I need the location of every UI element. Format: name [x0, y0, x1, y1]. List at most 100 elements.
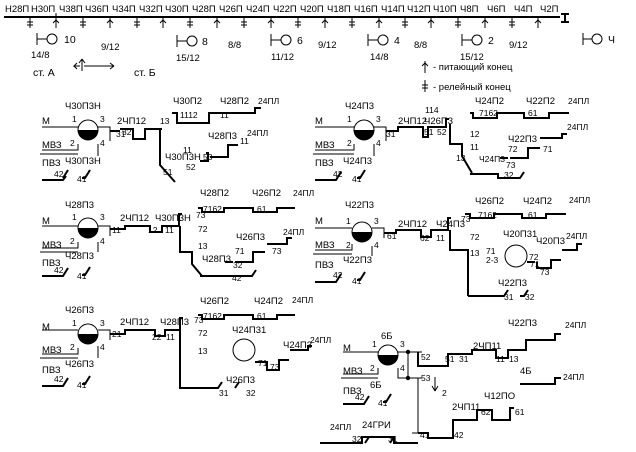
svg-text:Ч28П3: Ч28П3	[65, 251, 94, 262]
svg-text:71: 71	[486, 246, 496, 256]
svg-text:Ч22П3: Ч22П3	[345, 200, 374, 211]
track-label-ch10p: Ч10П	[433, 4, 457, 15]
track-label-ch14p: Ч14П	[381, 4, 405, 15]
svg-text:Ч24П2: Ч24П2	[254, 296, 283, 307]
svg-text:Ч24П2: Ч24П2	[523, 196, 552, 207]
svg-text:7162: 7162	[478, 210, 497, 220]
signal-2: 2 15/12	[460, 34, 494, 63]
svg-text:4: 4	[100, 138, 105, 148]
svg-text:6: 6	[297, 35, 303, 47]
svg-text:1: 1	[346, 216, 351, 226]
svg-text:МВЗ: МВЗ	[315, 140, 335, 151]
svg-text:51: 51	[424, 127, 434, 137]
circuit-ch30p3n: Ч30П3Н М МВЗ ПВЗ Ч30П3Н 1 3 2 4 42 41 31…	[40, 96, 279, 184]
svg-text:14/8: 14/8	[31, 50, 50, 61]
svg-text:МВЗ: МВЗ	[42, 140, 62, 151]
svg-text:51: 51	[163, 167, 173, 177]
svg-text:Ч30П3Н: Ч30П3Н	[155, 213, 191, 224]
svg-text:32: 32	[233, 260, 243, 270]
svg-text:МВЗ: МВЗ	[343, 366, 363, 377]
svg-text:24ПЛ: 24ПЛ	[247, 128, 268, 138]
svg-text:2ЧП12: 2ЧП12	[398, 219, 427, 230]
svg-text:24ПЛ: 24ПЛ	[566, 231, 587, 241]
track-label-ch32p: Ч32П	[139, 4, 163, 15]
svg-text:8: 8	[202, 36, 208, 48]
svg-text:13: 13	[160, 116, 170, 126]
relay-end-icon	[422, 80, 428, 92]
svg-text:Ч28П3: Ч28П3	[202, 254, 231, 265]
svg-text:61: 61	[515, 407, 525, 417]
track-label-ch38p: Ч38П	[59, 4, 83, 15]
svg-text:73: 73	[540, 267, 550, 277]
track-label-ch34p: Ч34П	[112, 4, 136, 15]
svg-text:13: 13	[198, 241, 208, 251]
svg-text:61: 61	[528, 108, 538, 118]
svg-text:14/8: 14/8	[370, 52, 389, 63]
svg-text:Ч24П3: Ч24П3	[345, 101, 374, 112]
svg-text:3: 3	[100, 318, 105, 328]
svg-text:М: М	[42, 116, 50, 127]
svg-text:41: 41	[420, 430, 430, 440]
svg-text:11: 11	[166, 332, 175, 342]
svg-text:Ч26П3: Ч26П3	[236, 232, 265, 243]
svg-text:2: 2	[370, 363, 375, 373]
svg-text:73: 73	[461, 214, 471, 224]
svg-text:41: 41	[352, 174, 362, 184]
svg-text:2: 2	[346, 240, 351, 250]
svg-text:Ч: Ч	[608, 34, 615, 46]
svg-text:Ч30П3Н: Ч30П3Н	[165, 152, 201, 163]
svg-text:4: 4	[394, 35, 400, 47]
svg-text:24ПЛ: 24ПЛ	[569, 195, 590, 205]
svg-text:73: 73	[194, 315, 204, 325]
svg-text:73: 73	[196, 210, 206, 220]
svg-text:72: 72	[470, 232, 480, 242]
svg-text:13: 13	[456, 153, 466, 163]
svg-text:Ч26П3: Ч26П3	[424, 116, 453, 127]
svg-text:11: 11	[165, 225, 174, 235]
svg-text:Ч20П31: Ч20П31	[503, 229, 537, 240]
svg-text:61: 61	[257, 204, 267, 214]
svg-text:31: 31	[116, 129, 126, 139]
track-label-ch8p: Ч8П	[460, 4, 479, 15]
ratio-between-4: 8/8	[414, 40, 427, 51]
svg-text:72: 72	[508, 144, 518, 154]
track-label-ch28p: Ч28П	[192, 4, 216, 15]
svg-text:41: 41	[352, 276, 362, 286]
svg-text:ПВЗ: ПВЗ	[315, 158, 334, 169]
svg-text:3: 3	[376, 114, 381, 124]
ratio-between-3: 9/12	[318, 40, 337, 51]
svg-text:М: М	[315, 216, 323, 227]
svg-text:22: 22	[152, 332, 162, 342]
station-b-label: ст. Б	[134, 67, 156, 79]
svg-text:1: 1	[372, 339, 377, 349]
svg-text:24ПЛ: 24ПЛ	[258, 96, 279, 106]
svg-text:11/12: 11/12	[271, 52, 294, 63]
track-label-ch30p: Ч30П	[165, 4, 189, 15]
svg-text:32: 32	[122, 127, 132, 137]
svg-text:11: 11	[470, 142, 479, 152]
svg-text:10: 10	[64, 34, 76, 46]
svg-text:31: 31	[219, 388, 229, 398]
svg-text:11: 11	[240, 136, 249, 146]
svg-text:73: 73	[506, 160, 516, 170]
legend-relay-end: - релейный конец	[433, 82, 511, 93]
ratio-between-5: 9/12	[509, 40, 528, 51]
svg-text:Ч26П3: Ч26П3	[65, 359, 94, 370]
svg-text:1112: 1112	[180, 110, 198, 120]
track-label-ch16p: Ч16П	[354, 4, 378, 15]
svg-text:31: 31	[459, 354, 469, 364]
circuit-ch26p3: Ч26П3 М МВЗ ПВЗ Ч26П3 1 3 2 4 42 41 21 2…	[40, 295, 331, 398]
legend-feed-end: - питающий конец	[433, 62, 513, 73]
svg-text:4: 4	[374, 240, 379, 250]
legend: - питающий конец - релейный конец	[421, 61, 513, 93]
circuit-ch22p3: Ч22П3 М МВЗ ПВЗ Ч22П3 1 3 2 4 42 41 61 2…	[313, 195, 590, 302]
circuit-6b: 6Б М МВЗ ПВЗ 6Б 1 3 2 4 42 41 52 53 51 3…	[320, 318, 586, 444]
track-label-ch6p: Ч6П	[487, 4, 506, 15]
track-label-ch4p: Ч4П	[514, 4, 533, 15]
feed-end-icon	[421, 61, 429, 73]
svg-text:Ч22П3: Ч22П3	[343, 255, 372, 266]
svg-text:61: 61	[528, 210, 538, 220]
svg-text:2: 2	[70, 138, 75, 148]
svg-text:1: 1	[72, 212, 77, 222]
svg-text:4: 4	[100, 236, 105, 246]
